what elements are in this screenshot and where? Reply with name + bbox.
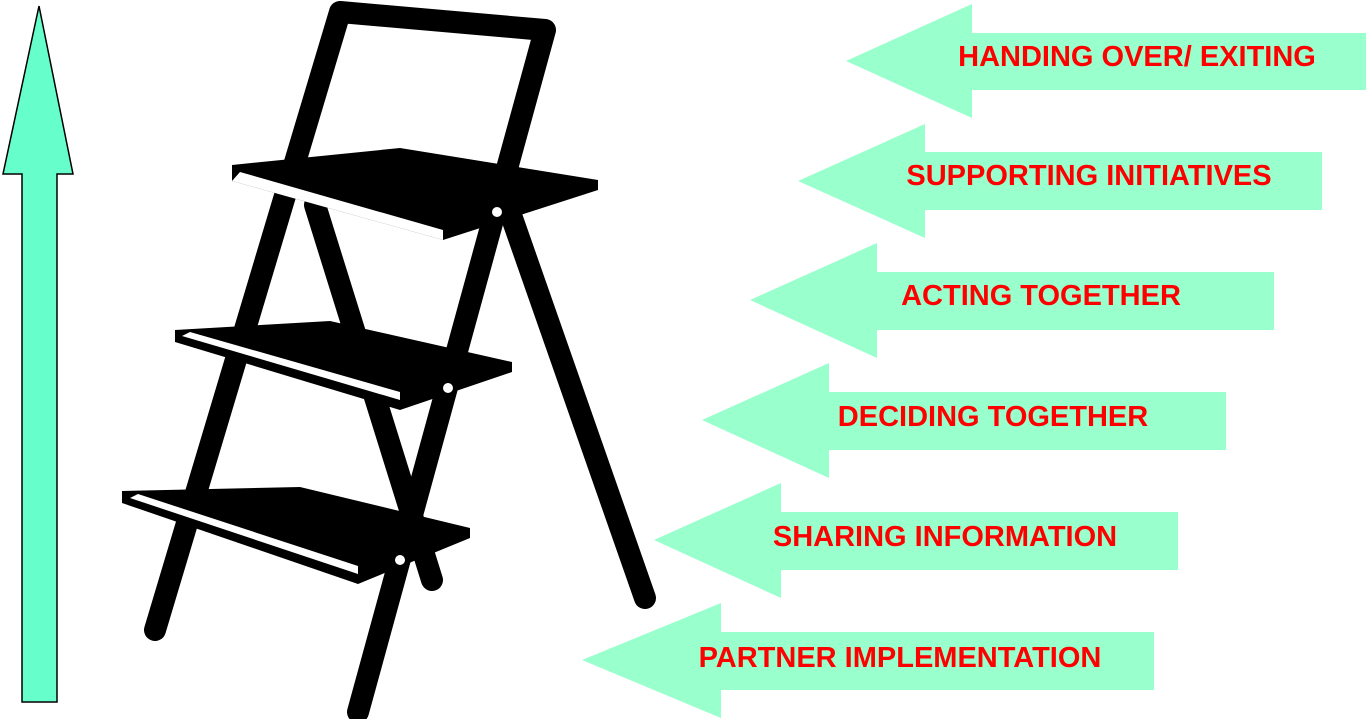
step-arrow-1: HANDING OVER/ EXITING [846,4,1366,118]
step-label-5: SHARING INFORMATION [773,521,1117,553]
step-arrow-2: SUPPORTING INITIATIVES [798,124,1322,238]
step-label-1: HANDING OVER/ EXITING [958,41,1316,73]
step-arrow-6: PARTNER IMPLEMENTATION [582,603,1154,718]
step-label-6: PARTNER IMPLEMENTATION [699,642,1102,674]
step-arrow-4: DECIDING TOGETHER [702,363,1226,478]
up-arrow-icon [2,5,74,703]
step-label-2: SUPPORTING INITIATIVES [906,160,1271,192]
step-arrow-3: ACTING TOGETHER [750,243,1274,358]
step-arrow-5: SHARING INFORMATION [654,483,1178,598]
step-label-3: ACTING TOGETHER [901,280,1181,312]
step-ladder-icon [122,1,656,719]
step-label-4: DECIDING TOGETHER [838,401,1148,433]
